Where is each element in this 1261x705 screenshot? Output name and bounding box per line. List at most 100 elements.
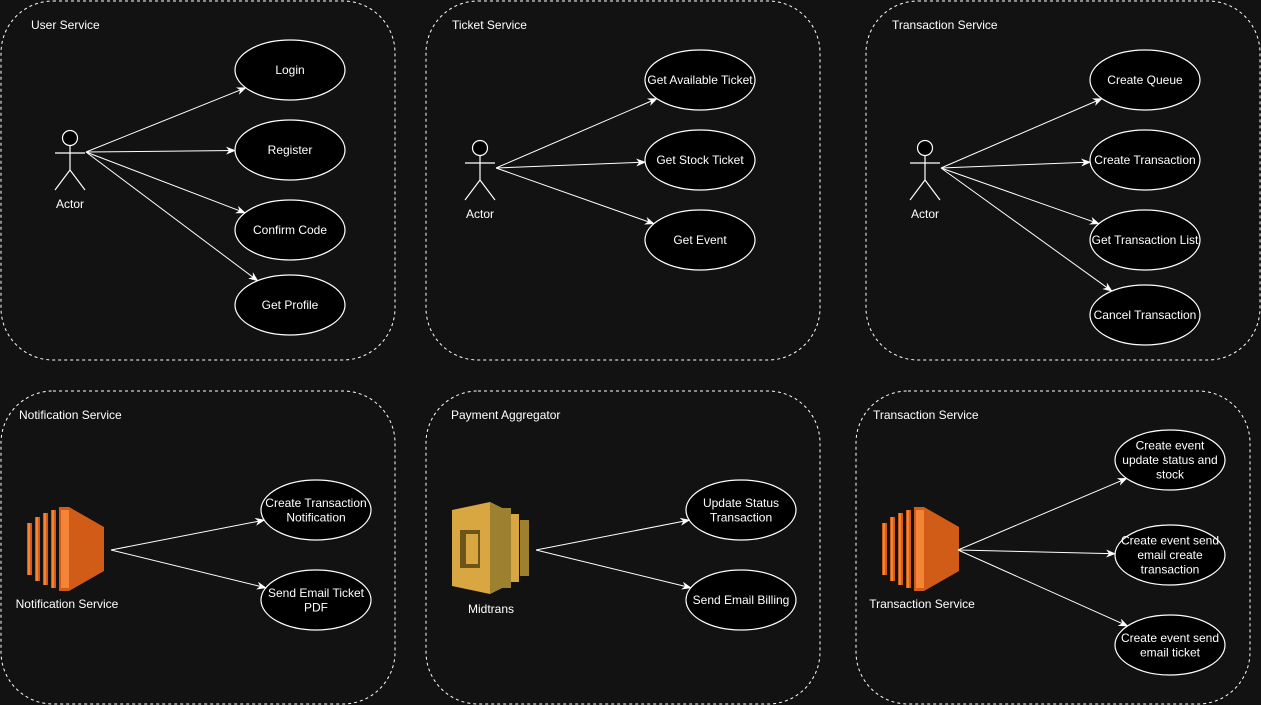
use-case[interactable]: Get Transaction List: [1089, 209, 1201, 271]
use-case-label: Cancel Transaction: [1094, 308, 1197, 322]
use-case-ellipse: [234, 119, 346, 181]
use-case[interactable]: Get Available Ticket: [644, 49, 756, 111]
use-case-label: Get Event: [673, 233, 727, 247]
use-case[interactable]: Confirm Code: [234, 199, 346, 261]
component-label: Transaction Service: [869, 597, 975, 611]
server-bar-highlight: [891, 517, 893, 581]
actor-left-leg: [54, 169, 71, 191]
association-arrow: [85, 87, 247, 153]
panel-title: Transaction Service: [892, 18, 998, 32]
use-case-label: Confirm Code: [253, 223, 327, 237]
use-case-ellipse: [1114, 524, 1226, 586]
panel-title: Ticket Service: [452, 18, 527, 32]
panel-title: Notification Service: [19, 408, 122, 422]
server-bar-highlight: [52, 510, 54, 588]
use-case-label: Create event send: [1121, 534, 1219, 548]
panel-title: Payment Aggregator: [451, 408, 560, 422]
use-case[interactable]: Create Queue: [1089, 49, 1201, 111]
server-block: [914, 507, 959, 591]
use-case-label: Get Stock Ticket: [656, 153, 744, 167]
compute-server-icon: [27, 507, 104, 591]
lambda-bar: [510, 514, 519, 582]
use-case-ellipse: [1089, 209, 1201, 271]
actor: Actor: [909, 139, 941, 221]
panel-border: [425, 390, 821, 705]
use-case[interactable]: Register: [234, 119, 346, 181]
use-case[interactable]: Cancel Transaction: [1089, 284, 1201, 346]
service-component: Transaction Service: [869, 507, 975, 611]
actor-head: [471, 139, 489, 157]
component-label: Midtrans: [468, 602, 514, 616]
use-case[interactable]: Send Email Billing: [685, 569, 797, 631]
use-case-ellipse: [234, 199, 346, 261]
use-case-ellipse: [644, 209, 756, 271]
actor-left-leg: [464, 179, 481, 201]
association-arrow: [940, 98, 1103, 169]
use-case-ellipse: [260, 569, 372, 631]
association-arrow: [495, 167, 655, 225]
server-block-highlight: [61, 510, 69, 588]
use-case-label: email create: [1137, 548, 1203, 562]
lambda-window-inner: [466, 534, 478, 564]
use-case-label: transaction: [1141, 563, 1200, 577]
use-case-ellipse: [1089, 284, 1201, 346]
use-case-label: Send Email Ticket: [268, 586, 365, 600]
server-bar-highlight: [907, 510, 909, 588]
association-arrow: [940, 158, 1092, 169]
use-case-label: email ticket: [1140, 645, 1201, 659]
server-bar-highlight: [899, 513, 901, 585]
use-case-ellipse: [685, 479, 797, 541]
use-case[interactable]: Get Stock Ticket: [644, 129, 756, 191]
use-case-ellipse: [234, 274, 346, 336]
use-case-label: Create event send: [1121, 631, 1219, 645]
use-case-ellipse: [234, 39, 346, 101]
use-case-ellipse: [644, 49, 756, 111]
use-case[interactable]: Login: [234, 39, 346, 101]
use-case-label: stock: [1156, 468, 1185, 482]
use-case-ellipse: [685, 569, 797, 631]
use-case-ellipse: [1114, 614, 1226, 676]
service-component: Midtrans: [452, 502, 529, 616]
component-label: Notification Service: [16, 597, 119, 611]
use-case-ellipse: [1089, 129, 1201, 191]
use-case-ellipse: [260, 479, 372, 541]
actor: Actor: [54, 129, 86, 211]
use-case-label: Update Status: [703, 496, 779, 510]
use-case-label: Login: [275, 63, 304, 77]
lambda-block-side: [490, 502, 502, 594]
association-arrow: [85, 146, 237, 155]
use-case-ellipse: [1114, 429, 1226, 491]
association-arrow: [495, 98, 658, 169]
lambda-bar: [502, 508, 511, 588]
panel-border: [0, 0, 396, 361]
actor-head: [61, 129, 79, 147]
use-case[interactable]: Get Profile: [234, 274, 346, 336]
actor-label: Actor: [466, 207, 494, 221]
association-arrow: [110, 549, 267, 590]
panel-border: [855, 390, 1251, 705]
actor-left-leg: [909, 179, 926, 201]
use-case-label: Create Queue: [1107, 73, 1183, 87]
association-arrow: [957, 549, 1129, 627]
use-case-label: update status and: [1122, 453, 1217, 467]
association-arrow: [110, 517, 266, 551]
association-arrow: [940, 167, 1100, 225]
use-case[interactable]: Create Transaction: [1089, 129, 1201, 191]
actor-right-leg: [924, 179, 941, 201]
panel-border: [0, 390, 396, 705]
server-bar-highlight: [28, 523, 30, 575]
association-arrow: [940, 167, 1113, 292]
compute-server-icon: [882, 507, 959, 591]
association-arrow: [85, 151, 246, 214]
use-case[interactable]: Get Event: [644, 209, 756, 271]
